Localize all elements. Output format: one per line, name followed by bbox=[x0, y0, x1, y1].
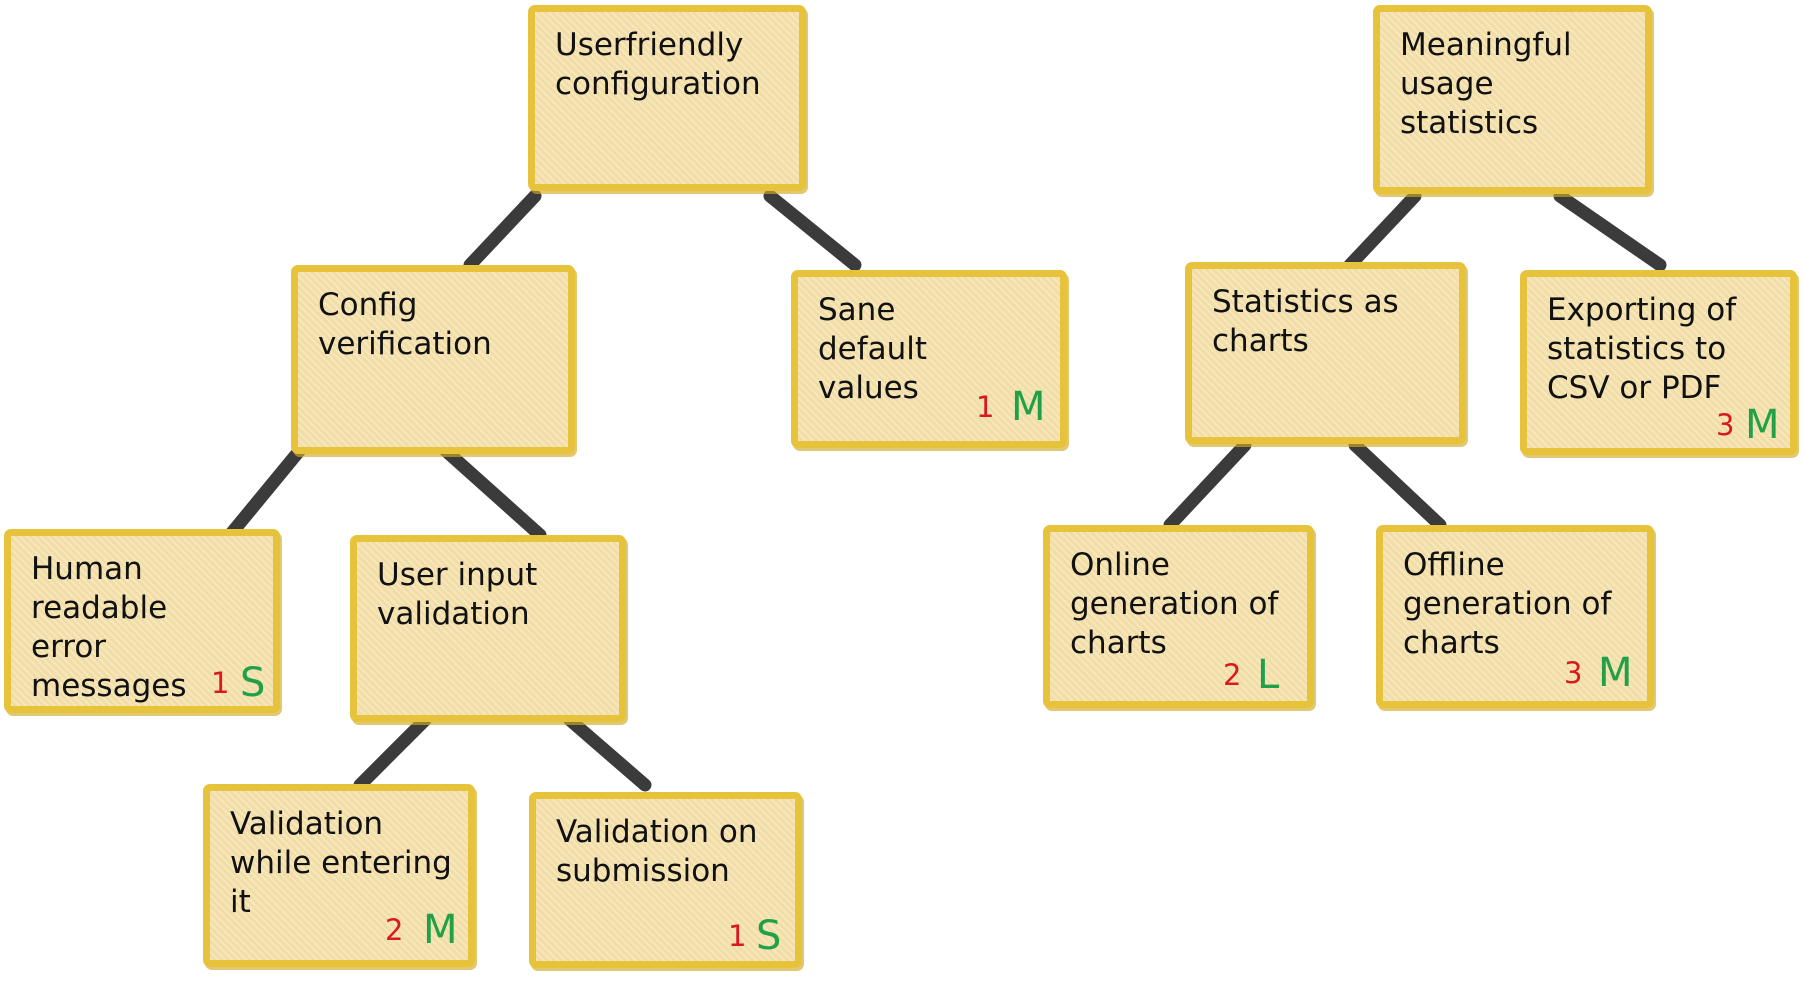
node-userfriendly-configuration: Userfriendly configuration bbox=[528, 5, 806, 191]
node-offline-generation-of-charts: Offline generation of charts 3 M bbox=[1376, 525, 1654, 708]
priority-label: 2 bbox=[385, 913, 404, 947]
node-config-verification: Config verification bbox=[291, 265, 575, 454]
node-label: Validation on submission bbox=[556, 814, 758, 889]
node-label: Sane default values bbox=[818, 292, 928, 406]
size-label: M bbox=[1011, 384, 1046, 430]
connector-line-n8-n10 bbox=[1553, 189, 1667, 272]
node-statistics-as-charts: Statistics as charts bbox=[1185, 262, 1466, 444]
connector-line-n2-n5 bbox=[438, 443, 547, 542]
node-validation-while-entering-it: Validation while entering it 2 M bbox=[203, 784, 475, 967]
node-meaningful-usage-statistics: Meaningful usage statistics bbox=[1373, 5, 1652, 194]
priority-label: 3 bbox=[1716, 408, 1735, 442]
node-label: Meaningful usage statistics bbox=[1400, 27, 1572, 141]
priority-label: 2 bbox=[1223, 658, 1242, 692]
node-label: Human readable error messages bbox=[31, 551, 187, 704]
size-label: S bbox=[756, 913, 782, 959]
size-label: M bbox=[1745, 402, 1780, 448]
connector-line-n8-n9 bbox=[1343, 189, 1422, 272]
connector-line-n1-n3 bbox=[763, 189, 862, 272]
node-human-readable-error-messages: Human readable error messages 1 S bbox=[4, 529, 280, 713]
node-label: Offline generation of charts bbox=[1403, 547, 1612, 661]
connector-line-n5-n6 bbox=[353, 713, 432, 792]
node-label: Userfriendly configuration bbox=[555, 27, 761, 102]
connector-line-n1-n2 bbox=[463, 189, 542, 272]
size-label: S bbox=[240, 660, 266, 706]
node-label: Statistics as charts bbox=[1212, 284, 1399, 359]
node-online-generation-of-charts: Online generation of charts 2 L bbox=[1043, 525, 1314, 708]
priority-label: 1 bbox=[976, 390, 995, 424]
node-validation-on-submission: Validation on submission 1 S bbox=[529, 792, 802, 968]
priority-label: 1 bbox=[211, 666, 230, 700]
node-label: Online generation of charts bbox=[1070, 547, 1279, 661]
node-label: User input validation bbox=[377, 557, 538, 632]
node-exporting-statistics-csv-pdf: Exporting of statistics to CSV or PDF 3 … bbox=[1520, 270, 1797, 455]
node-label: Validation while entering it bbox=[230, 806, 452, 920]
node-sane-default-values: Sane default values 1 M bbox=[791, 270, 1067, 448]
size-label: L bbox=[1257, 652, 1280, 698]
size-label: M bbox=[423, 907, 458, 953]
connector-line-n9-n11 bbox=[1163, 438, 1252, 532]
connector-line-n5-n7 bbox=[563, 713, 652, 792]
size-label: M bbox=[1598, 650, 1633, 696]
node-user-input-validation: User input validation bbox=[350, 535, 626, 722]
node-label: Config verification bbox=[318, 287, 492, 362]
connector-line-n2-n4 bbox=[223, 443, 307, 542]
priority-label: 1 bbox=[728, 919, 747, 953]
priority-label: 3 bbox=[1564, 656, 1583, 690]
connector-line-n9-n12 bbox=[1348, 438, 1447, 532]
node-label: Exporting of statistics to CSV or PDF bbox=[1547, 292, 1737, 406]
